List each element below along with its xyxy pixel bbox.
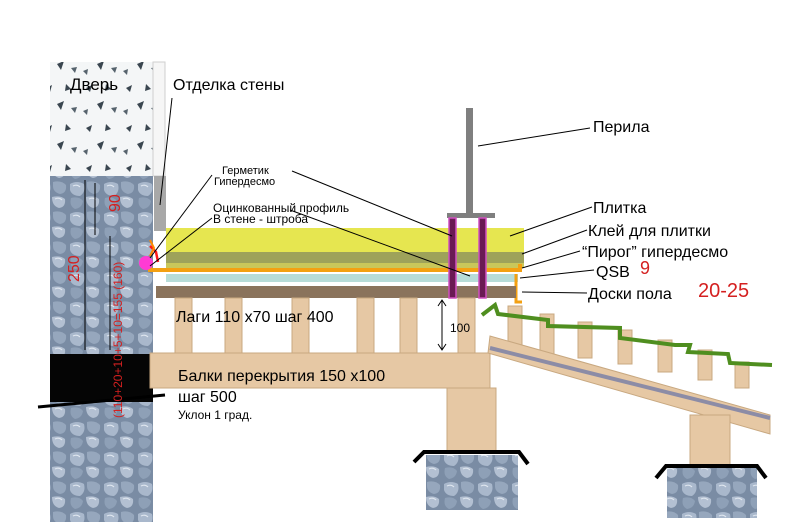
wall-masonry-lower — [50, 402, 153, 522]
leader-wall-finish — [159, 97, 173, 206]
ground-line — [480, 301, 773, 367]
main-beam — [149, 352, 491, 389]
joist — [697, 349, 713, 381]
qsb-value: 9 — [640, 258, 650, 278]
door-label: Дверь — [70, 75, 118, 94]
leader-lines — [149, 97, 595, 294]
dim-250-label: 250 — [66, 255, 83, 282]
sloped-beam — [487, 335, 771, 435]
dim-formula-label: (110+20+10+5+10=155 (160) — [111, 262, 125, 418]
anchor-bolt — [448, 217, 457, 299]
leader-profile-2 — [289, 209, 471, 277]
footing — [426, 455, 518, 510]
leader-railing — [477, 127, 591, 147]
joist — [356, 297, 375, 354]
joist — [657, 339, 673, 373]
beams-label: Балки перекрытия 150 х100 — [178, 368, 385, 385]
beams-step-label: шаг 500 — [178, 389, 237, 406]
profile-label: Оцинкованный профиль — [213, 201, 349, 215]
support-post — [689, 414, 731, 468]
tile-glue-layer — [166, 252, 524, 263]
dim-90-label: 90 — [107, 194, 124, 212]
joist — [734, 361, 750, 389]
leader-sealant — [149, 174, 213, 259]
joists — [174, 297, 750, 389]
slope-label: Уклон 1 град. — [178, 408, 252, 422]
railing-label: Перила — [593, 119, 650, 136]
sloped-beam-cover — [489, 346, 771, 420]
railing-base — [447, 213, 495, 218]
joist — [577, 321, 593, 359]
door-frame — [152, 61, 166, 177]
wall-finish-label: Отделка стены — [173, 77, 284, 94]
labels: Дверь Отделка стены Перила Герметик Гипе… — [66, 75, 749, 422]
tile-layer — [166, 228, 524, 252]
wall-masonry-upper — [50, 176, 153, 354]
support-post — [446, 387, 497, 454]
posts — [412, 387, 768, 518]
floor-layers — [139, 228, 524, 304]
leader-profile — [149, 217, 213, 267]
dimensions — [84, 180, 447, 351]
drip-edge — [514, 274, 522, 304]
leader-tile — [509, 206, 593, 237]
footing — [667, 468, 757, 518]
anchor-bolt — [478, 217, 487, 299]
railing-post — [466, 108, 473, 216]
joist — [399, 297, 418, 354]
leader-boards — [521, 291, 588, 294]
tile-glue-label: Клей для плитки — [588, 223, 711, 240]
footing-cap — [654, 464, 768, 480]
leader-pie — [521, 250, 581, 269]
qsb-layer — [166, 274, 518, 282]
hyperdesmo-pie-layer — [166, 263, 524, 268]
qsb-label: QSB — [596, 264, 630, 281]
beams — [149, 335, 771, 435]
leader-glue — [521, 229, 588, 255]
wall-black-lintel — [50, 354, 153, 402]
profile-sub-label: В стене - штроба — [213, 212, 308, 226]
sealant-label: Герметик — [222, 165, 269, 177]
railing — [447, 108, 495, 299]
leader-sealant-2 — [291, 170, 453, 237]
wall — [37, 61, 166, 522]
door-block — [50, 62, 153, 176]
dim-100-label: 100 — [450, 321, 470, 335]
sealant-red — [149, 245, 160, 263]
floorboards-label: Доски пола — [588, 286, 672, 303]
footing-cap — [412, 450, 530, 466]
tile-label: Плитка — [593, 200, 646, 217]
wall-chase — [149, 239, 156, 257]
floorboards-value: 20-25 — [698, 280, 749, 302]
joists-label: Лаги 110 х70 шаг 400 — [176, 309, 334, 326]
sealant-blob — [139, 256, 153, 270]
wall-cap-line — [37, 393, 166, 409]
pie-label: “Пирог” гипердесмо — [582, 244, 728, 261]
leader-qsb — [519, 269, 595, 279]
floorboards-layer — [156, 286, 516, 298]
sealant-sub-label: Гипердесмо — [214, 176, 275, 188]
